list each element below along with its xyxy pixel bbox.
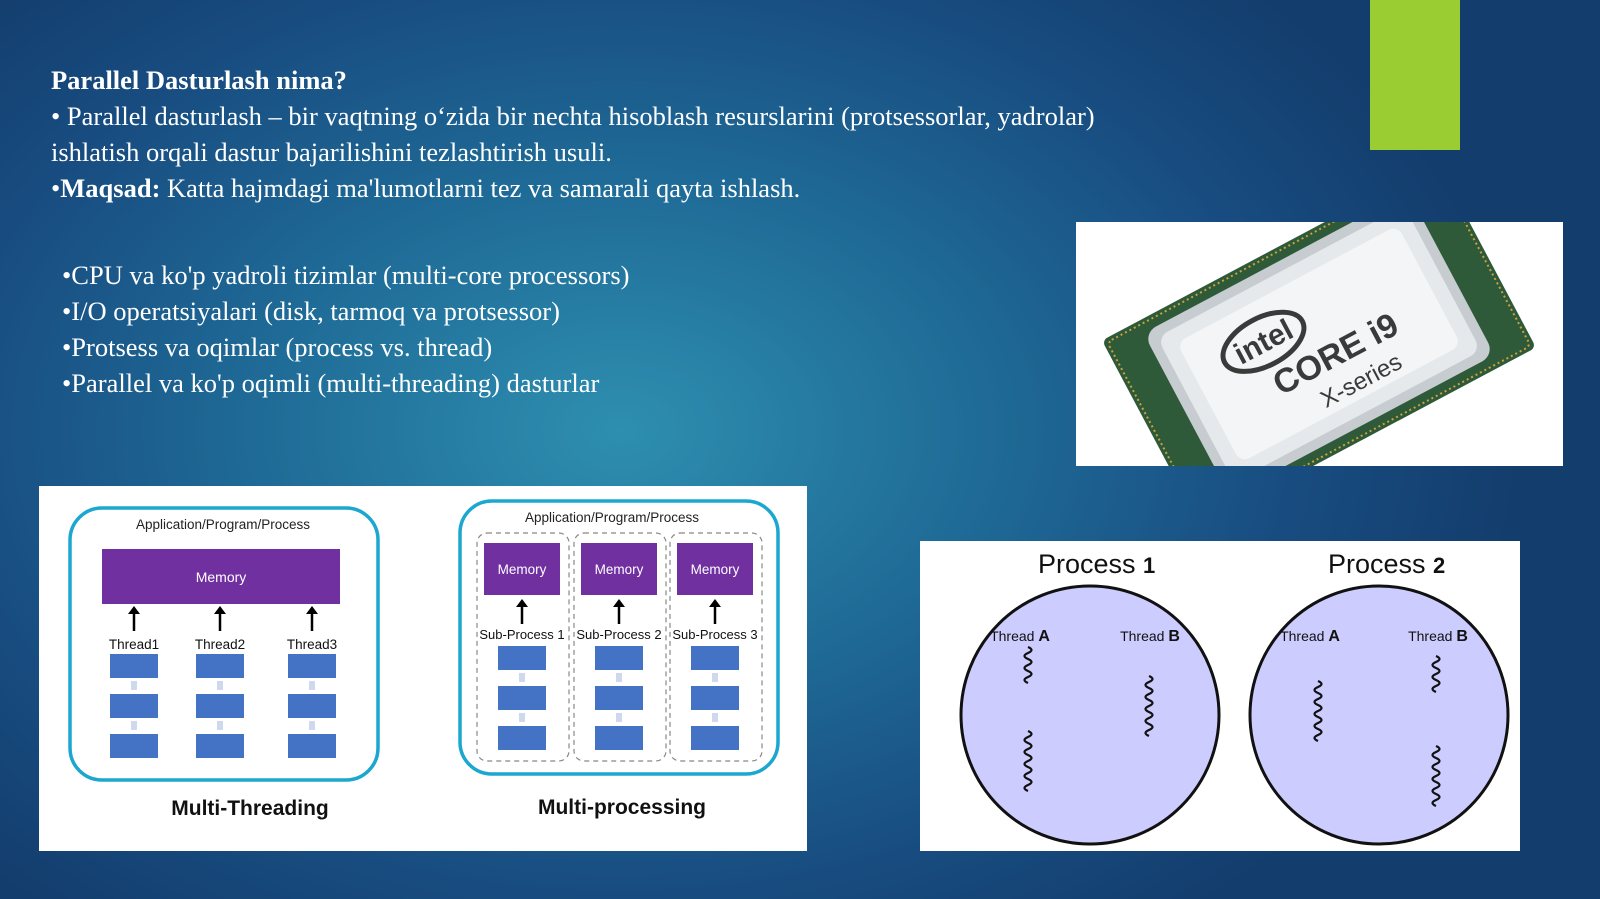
- mt-header: Application/Program/Process: [136, 517, 310, 532]
- connector: [309, 681, 315, 690]
- subprocess-frame: [476, 532, 570, 762]
- work-block: [110, 654, 158, 678]
- work-block: [288, 734, 336, 758]
- work-block: [288, 694, 336, 718]
- mp-memory: [484, 543, 560, 595]
- mp-memory-label: Memory: [691, 562, 740, 577]
- process-circle: [959, 584, 1221, 846]
- work-block: [691, 726, 739, 750]
- thread-squiggle-icon: [1431, 744, 1441, 808]
- work-block: [595, 646, 643, 670]
- work-block: [196, 734, 244, 758]
- mp-caption: Multi-processing: [538, 796, 706, 819]
- topic-item: •Parallel va ko'p oqimli (multi-threadin…: [62, 368, 600, 398]
- connector: [712, 673, 718, 682]
- connector: [217, 721, 223, 730]
- connector: [217, 681, 223, 690]
- process-circle: [1248, 584, 1510, 846]
- mp-header: Application/Program/Process: [525, 510, 699, 525]
- thread-squiggle-icon: [1313, 679, 1323, 743]
- intro-text: Parallel Dasturlash nima? • Parallel das…: [51, 62, 1151, 206]
- thread-squiggle-icon: [1023, 645, 1033, 685]
- work-block: [288, 654, 336, 678]
- slide-heading: Parallel Dasturlash nima?: [51, 65, 347, 95]
- mp-memory-label: Memory: [498, 562, 547, 577]
- definition-text: • Parallel dasturlash – bir vaqtning oʻz…: [51, 101, 1095, 167]
- mt-caption: Multi-Threading: [171, 797, 328, 820]
- arrow-head-icon: [709, 599, 721, 607]
- work-block: [110, 694, 158, 718]
- connector: [131, 681, 137, 690]
- work-block: [691, 646, 739, 670]
- mt-memory: [102, 549, 340, 604]
- work-block: [498, 686, 546, 710]
- connector: [131, 721, 137, 730]
- process-title: Process 1: [1038, 549, 1155, 579]
- thread-label: Thread1: [109, 637, 159, 652]
- connector: [712, 713, 718, 722]
- arrow-head-icon: [516, 599, 528, 607]
- mp-memory-label: Memory: [595, 562, 644, 577]
- subprocess-frame: [669, 532, 763, 762]
- connector: [309, 721, 315, 730]
- process-title: Process 2: [1328, 549, 1445, 579]
- thread-label: Thread A: [990, 628, 1050, 645]
- subprocess-label: Sub-Process 2: [576, 627, 661, 642]
- mp-memory: [581, 543, 657, 595]
- thread-label: Thread B: [1408, 628, 1468, 645]
- multithreading-container: [68, 506, 380, 782]
- accent-bar: [1370, 0, 1460, 150]
- topic-list: •CPU va ko'p yadroli tizimlar (multi-cor…: [62, 257, 629, 401]
- topic-item: •I/O operatsiyalari (disk, tarmoq va pro…: [62, 296, 560, 326]
- work-block: [595, 726, 643, 750]
- process-thread-diagram: Process 1 Thread A Thread B Process 2 Thread…: [920, 541, 1520, 851]
- subprocess-label: Sub-Process 3: [672, 627, 757, 642]
- goal-text: •Maqsad: Katta hajmdagi ma'lumotlarni te…: [51, 170, 1151, 206]
- connector: [519, 713, 525, 722]
- thread-label: Thread3: [287, 637, 337, 652]
- work-block: [196, 654, 244, 678]
- thread-label: Thread B: [1120, 628, 1180, 645]
- cpu-image: intel CORE i9 X-series: [1076, 222, 1563, 466]
- work-block: [498, 726, 546, 750]
- mt-memory-label: Memory: [196, 569, 247, 585]
- arrow-head-icon: [613, 599, 625, 607]
- subprocess-label: Sub-Process 1: [479, 627, 564, 642]
- arrow-head-icon: [128, 606, 140, 614]
- thread-squiggle-icon: [1431, 654, 1441, 694]
- connector: [519, 673, 525, 682]
- thread-squiggle-icon: [1023, 729, 1033, 793]
- work-block: [110, 734, 158, 758]
- thread-squiggle-icon: [1144, 674, 1154, 738]
- multiprocessing-container: [458, 499, 780, 776]
- goal-prefix: •: [51, 173, 61, 203]
- work-block: [691, 686, 739, 710]
- thread-label: Thread A: [1280, 628, 1340, 645]
- subprocess-frame: [573, 532, 667, 762]
- arrow-head-icon: [214, 606, 226, 614]
- topic-item: •CPU va ko'p yadroli tizimlar (multi-cor…: [62, 260, 630, 290]
- goal-label: Maqsad:: [60, 173, 161, 203]
- goal-body: Katta hajmdagi ma'lumotlarni tez va sama…: [160, 173, 801, 203]
- connector: [616, 673, 622, 682]
- work-block: [498, 646, 546, 670]
- topic-item: •Protsess va oqimlar (process vs. thread…: [62, 332, 493, 362]
- connector: [616, 713, 622, 722]
- arrow-head-icon: [306, 606, 318, 614]
- work-block: [595, 686, 643, 710]
- work-block: [196, 694, 244, 718]
- thread-label: Thread2: [195, 637, 245, 652]
- mp-memory: [677, 543, 753, 595]
